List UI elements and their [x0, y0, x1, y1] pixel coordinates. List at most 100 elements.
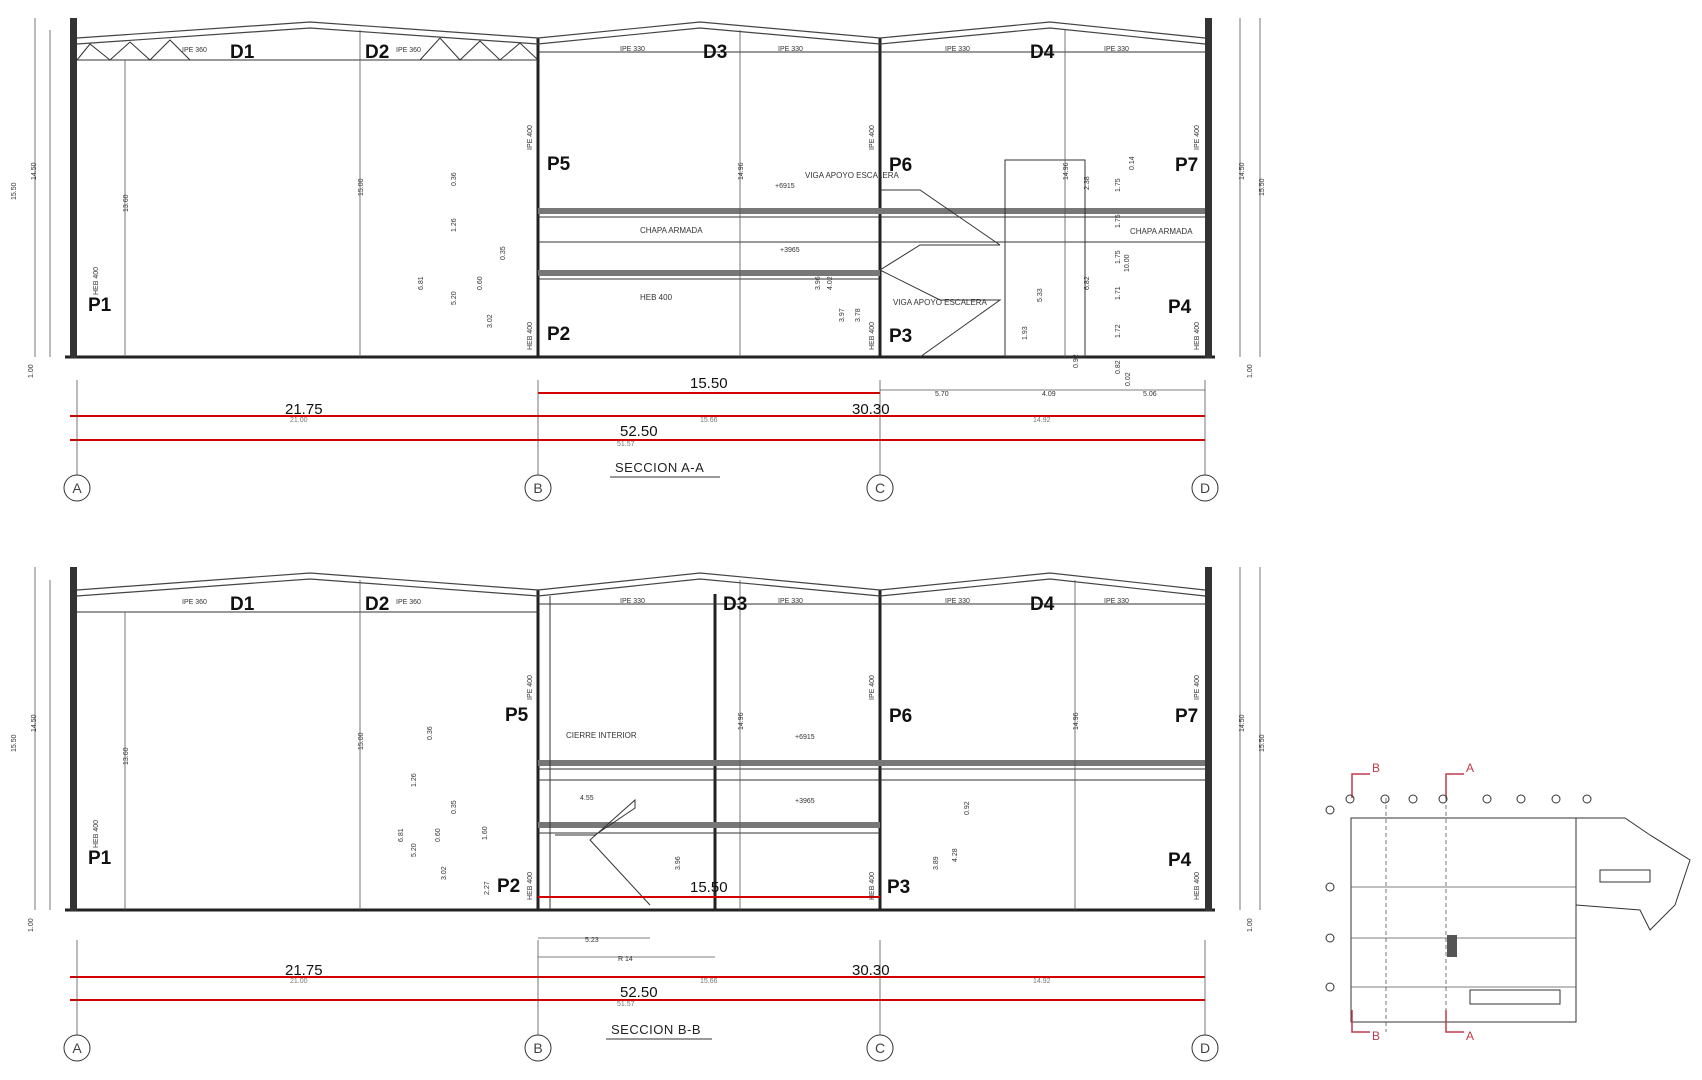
roof-bracing — [419, 37, 539, 61]
vertical-dim: 1.00 — [1247, 918, 1254, 932]
key-plan-axis-bubble — [1325, 805, 1335, 815]
level-dim: 1.75 — [1115, 178, 1122, 192]
lift-frame — [1004, 159, 1086, 358]
column-profile: IPE 400 — [869, 675, 876, 700]
dim-52-50: 52.50 — [620, 423, 658, 440]
stair-flight — [880, 189, 1001, 246]
vertical-dim: 13.60 — [123, 747, 130, 765]
level-dim: 0.60 — [477, 276, 484, 290]
pillar-label: P4 — [1168, 850, 1192, 871]
column-profile: IPE 400 — [527, 675, 534, 700]
faint-dim: 21.00 — [290, 978, 308, 985]
cut-label: A — [1466, 761, 1474, 775]
level-mark: +3965 — [795, 798, 815, 805]
key-plan-axis-bubble — [1582, 794, 1592, 804]
section-title: SECCION B-B — [611, 1022, 701, 1037]
zone-label: D4 — [1030, 42, 1055, 63]
note: VIGA APOYO ESCALERA — [805, 171, 899, 180]
zone-label: D1 — [230, 594, 255, 615]
column-a — [70, 18, 77, 358]
dim-15-50: 15.50 — [690, 879, 728, 896]
profile-label: IPE 330 — [1104, 598, 1129, 605]
key-plan-axis-bubble — [1516, 794, 1526, 804]
level-dim: 0.92 — [964, 801, 971, 815]
pillar-label: P7 — [1175, 155, 1198, 176]
faint-dim: 21.00 — [290, 417, 308, 424]
axis-bubble-d — [1191, 1034, 1219, 1062]
cut-marker-a-bottom — [1445, 1010, 1464, 1033]
key-plan-axis-bubble — [1325, 933, 1335, 943]
vertical-dim: 14.50 — [31, 162, 38, 180]
zone-label: D1 — [230, 42, 255, 63]
column-profile: HEB 400 — [527, 872, 534, 900]
bottom-dim: 5.06 — [1143, 391, 1157, 398]
pillar-label: P6 — [889, 155, 912, 176]
level-dim: 3.78 — [855, 308, 862, 322]
note: VIGA APOYO ESCALERA — [893, 298, 987, 307]
key-plan-axis-bubble — [1408, 794, 1418, 804]
note: CHAPA ARMADA — [1130, 227, 1193, 236]
column-profile: IPE 400 — [527, 125, 534, 150]
level-dim: 3.97 — [839, 308, 846, 322]
level-dim: 2.27 — [484, 881, 491, 895]
level-dim: 3.02 — [441, 866, 448, 880]
stair-flight — [555, 798, 651, 906]
key-plan-axis-bubble — [1551, 794, 1561, 804]
zone-label: D2 — [365, 42, 389, 63]
key-plan-core — [1447, 935, 1457, 957]
note: HEB 400 — [640, 293, 673, 302]
section-a-a: A B C D D1 D2 D3 D4 P1 P2 P3 P4 P5 P6 P7… — [11, 18, 1266, 502]
profile-label: IPE 360 — [182, 47, 207, 54]
pillar-label: P7 — [1175, 706, 1198, 727]
column-profile: HEB 400 — [1194, 322, 1201, 350]
cut-marker-b-bottom — [1351, 1010, 1370, 1033]
level-dim: 1.26 — [451, 218, 458, 232]
column-profile: HEB 400 — [869, 872, 876, 900]
vertical-dim: 14.50 — [31, 714, 38, 732]
axis-label-c: C — [875, 1040, 885, 1056]
key-plan-axis-bubble — [1438, 794, 1448, 804]
profile-label: IPE 330 — [778, 598, 803, 605]
column-profile: HEB 400 — [869, 322, 876, 350]
axis-bubble-d — [1191, 474, 1219, 502]
key-plan-axis-bubble — [1325, 982, 1335, 992]
vertical-dim: 15.50 — [1259, 178, 1266, 196]
level-dim: 0.14 — [1129, 156, 1136, 170]
level-dim: 0.35 — [451, 800, 458, 814]
profile-label: IPE 330 — [945, 598, 970, 605]
pillar-label: P4 — [1168, 297, 1192, 318]
profile-label: IPE 330 — [620, 598, 645, 605]
cut-marker-a-top — [1445, 773, 1464, 798]
profile-label: IPE 330 — [1104, 46, 1129, 53]
column-d — [1205, 567, 1212, 911]
key-plan-annex — [1575, 817, 1691, 931]
zone-label: D2 — [365, 594, 389, 615]
dim-21-75: 21.75 — [285, 962, 323, 979]
key-plan: B A B A — [1325, 761, 1691, 1043]
zone-label: D3 — [703, 42, 727, 63]
zone-label: D4 — [1030, 594, 1055, 615]
vertical-dim: 15.00 — [358, 732, 365, 750]
dim-21-75: 21.75 — [285, 401, 323, 418]
level-dim: 6.82 — [1084, 276, 1091, 290]
level-mark: +3965 — [780, 247, 800, 254]
column-profile: HEB 400 — [93, 820, 100, 848]
axis-label-a: A — [72, 480, 82, 496]
cut-label: A — [1466, 1029, 1474, 1043]
pillar-label: P3 — [887, 877, 910, 898]
axis-label-d: D — [1200, 480, 1210, 496]
faint-dim: 14.92 — [1033, 417, 1051, 424]
level-dim: 3.96 — [815, 276, 822, 290]
section-title: SECCION A-A — [615, 460, 704, 475]
level-dim: 1.75 — [1115, 250, 1122, 264]
level-dim: 5.33 — [1037, 288, 1044, 302]
bottom-dim: 5.23 — [585, 937, 599, 944]
stair-flight — [879, 269, 1002, 358]
vertical-dim: 1.00 — [28, 364, 35, 378]
faint-dim: 14.92 — [1033, 978, 1051, 985]
key-plan-outline — [1350, 817, 1577, 1023]
level-dim: 1.60 — [482, 826, 489, 840]
level-dim: 0.60 — [435, 828, 442, 842]
axis-label-d: D — [1200, 1040, 1210, 1056]
